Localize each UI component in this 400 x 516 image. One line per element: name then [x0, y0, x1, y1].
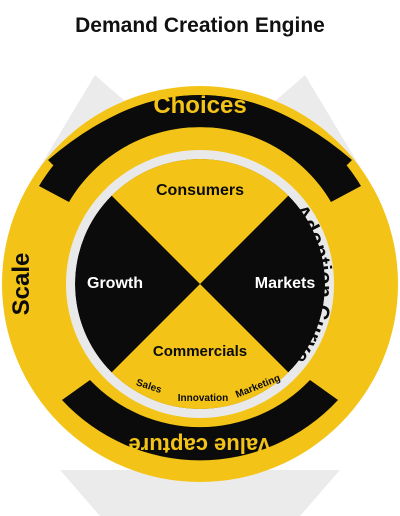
label-choices: Choices [153, 92, 246, 119]
label-growth: Growth [87, 275, 143, 292]
backdrop-shape-bottom [60, 470, 340, 516]
label-markets: Markets [255, 275, 316, 292]
diagram-title: Demand Creation Engine [75, 14, 325, 37]
outer-ring-bottom-segment [62, 380, 338, 461]
label-value-capture: Value capture [128, 433, 271, 458]
outer-ring-top-segment [39, 95, 361, 202]
label-commercials: Commercials [153, 343, 247, 360]
label-innovation: Innovation [178, 393, 229, 404]
label-scale: Scale [8, 253, 35, 316]
label-consumers: Consumers [156, 182, 244, 199]
